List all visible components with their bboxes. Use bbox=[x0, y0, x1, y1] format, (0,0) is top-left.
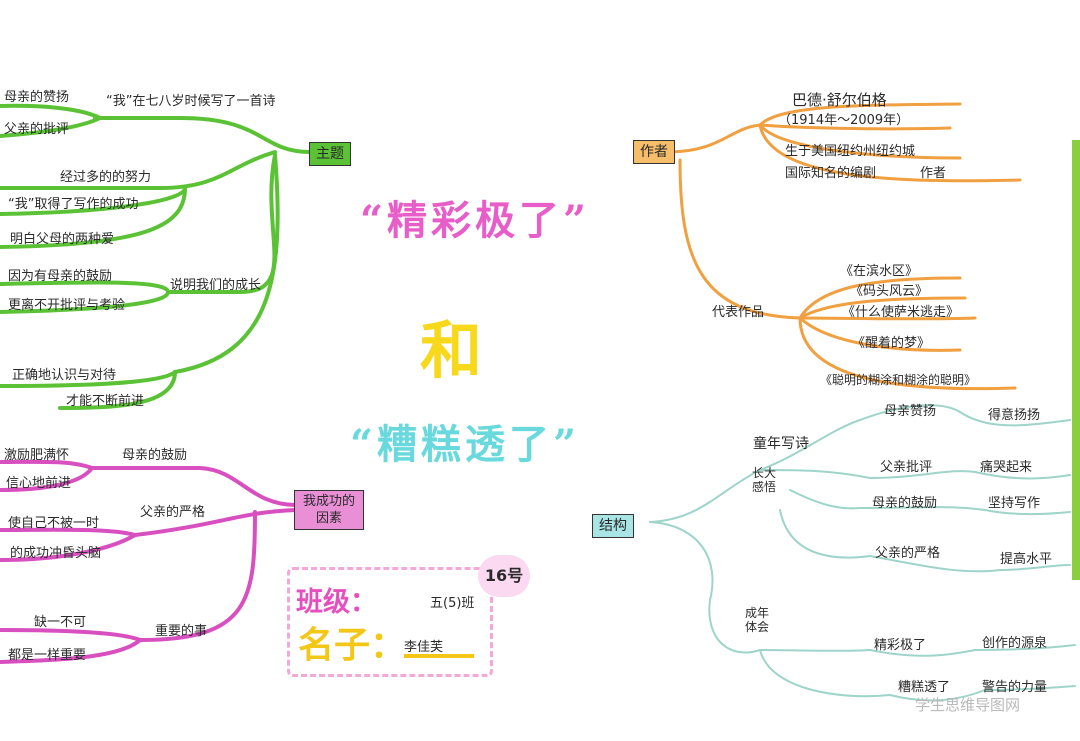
author-branches bbox=[666, 102, 1022, 391]
structure-crying: 痛哭起来 bbox=[980, 460, 1033, 475]
theme-node: 主题 bbox=[309, 142, 351, 166]
structure-node: 结构 bbox=[592, 514, 634, 538]
author-work-5: 《聪明的糊涂和糊涂的聪明》 bbox=[820, 373, 977, 387]
theme-need-criticism: 更离不开批评与考验 bbox=[8, 298, 126, 313]
structure-source: 创作的源泉 bbox=[982, 636, 1048, 651]
success-inspire: 激励肥满怀 bbox=[4, 448, 70, 463]
structure-mother-encourage: 母亲的鼓励 bbox=[872, 496, 938, 511]
student-name-value: 李佳芙 bbox=[404, 640, 444, 655]
author-work-2: 《码头风云》 bbox=[850, 284, 929, 299]
author-years: （1914年～2009年） bbox=[778, 113, 910, 128]
green-edge-mark bbox=[1072, 140, 1080, 580]
theme-our-growth: 说明我们的成长 bbox=[170, 278, 262, 293]
theme-father-criticism: 父亲的批评 bbox=[4, 122, 70, 137]
structure-wonderful: 精彩极了 bbox=[874, 638, 927, 653]
theme-branches bbox=[0, 103, 312, 410]
author-work-1: 《在滨水区》 bbox=[840, 264, 919, 279]
author-work-3: 《什么使萨米逃走》 bbox=[842, 305, 960, 320]
success-important-thing: 重要的事 bbox=[155, 624, 208, 639]
structure-keep-writing: 坚持写作 bbox=[988, 496, 1041, 511]
theme-mother-praise: 母亲的赞扬 bbox=[4, 90, 70, 105]
author-name: 巴德·舒尔伯格 bbox=[792, 91, 887, 109]
success-father-strict: 父亲的严格 bbox=[140, 505, 206, 520]
student-class-label: 班级： bbox=[296, 587, 377, 618]
structure-proud: 得意扬扬 bbox=[988, 408, 1041, 423]
title-zaogao: “糟糕透了” bbox=[350, 421, 581, 468]
structure-terrible: 糟糕透了 bbox=[898, 680, 951, 695]
name-underline bbox=[404, 654, 474, 658]
structure-branches bbox=[649, 404, 1076, 702]
structure-adulthood: 成年体会 bbox=[745, 606, 770, 634]
structure-father-criticism: 父亲批评 bbox=[880, 460, 933, 475]
structure-childhood: 童年写诗 bbox=[753, 436, 809, 452]
theme-two-loves: 明白父母的两种爱 bbox=[10, 232, 115, 247]
theme-writing-success: “我”取得了写作的成功 bbox=[8, 197, 139, 212]
theme-keep-progressing: 才能不断前进 bbox=[66, 394, 145, 409]
structure-father-strict: 父亲的严格 bbox=[875, 546, 941, 561]
success-node: 我成功的因素 bbox=[294, 490, 364, 530]
theme-mother-encourage: 因为有母亲的鼓励 bbox=[8, 269, 113, 284]
student-number-badge: 16号 bbox=[478, 555, 530, 597]
theme-correct-attitude: 正确地认识与对待 bbox=[12, 368, 117, 383]
structure-growing-up: 长大感悟 bbox=[752, 466, 777, 494]
success-mother-encourage: 母亲的鼓励 bbox=[122, 448, 188, 463]
structure-improve: 提高水平 bbox=[1000, 552, 1053, 567]
success-not-carried-away: 使自己不被一时 bbox=[8, 516, 100, 531]
author-role: 国际知名的编剧 bbox=[785, 166, 877, 181]
author-work-4: 《醒着的梦》 bbox=[852, 336, 931, 351]
success-both-needed: 缺一不可 bbox=[34, 615, 87, 630]
student-nameplate bbox=[287, 567, 493, 677]
structure-mother-praise: 母亲赞扬 bbox=[884, 404, 937, 419]
success-confidence: 信心地前进 bbox=[6, 476, 72, 491]
student-class-value: 五(5)班 bbox=[430, 596, 475, 611]
author-node: 作者 bbox=[633, 140, 675, 164]
structure-warning-power: 警告的力量 bbox=[982, 680, 1048, 695]
author-role-suffix: 作者 bbox=[920, 166, 947, 181]
student-name-label: 名子： bbox=[298, 625, 407, 666]
title-jingcai: “精彩极了” bbox=[360, 197, 591, 244]
theme-effort: 经过多的的努力 bbox=[60, 170, 152, 185]
author-works-label: 代表作品 bbox=[712, 305, 765, 320]
success-branches bbox=[0, 459, 298, 664]
title-he: 和 bbox=[420, 314, 489, 387]
success-equally-important: 都是一样重要 bbox=[8, 648, 87, 663]
author-birthplace: 生于美国纽约州纽约城 bbox=[785, 144, 916, 159]
theme-poem-at-seven: “我”在七八岁时候写了一首诗 bbox=[106, 94, 276, 109]
success-momentary-success: 的成功冲昏头脑 bbox=[10, 546, 102, 561]
watermark: 学生思维导图网 bbox=[915, 696, 1021, 714]
